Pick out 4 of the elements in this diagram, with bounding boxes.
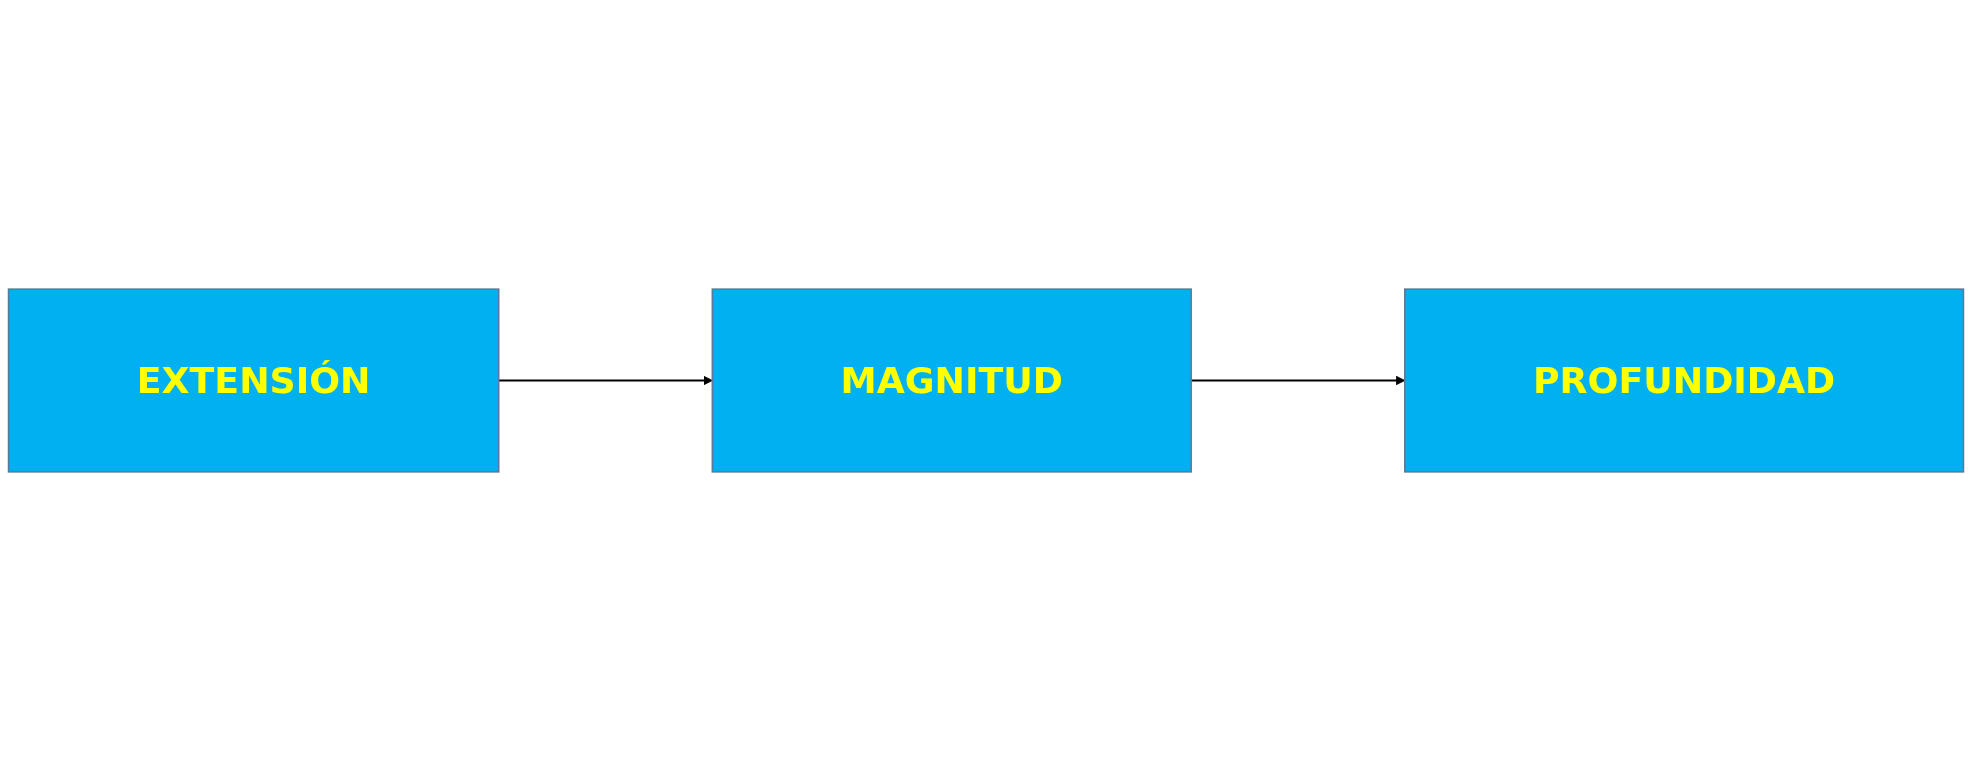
arrow: [498, 375, 713, 386]
node-box: EXTENSIÓN: [7, 288, 500, 473]
node-box: PROFUNDIDAD: [1404, 288, 1965, 473]
node-box: MAGNITUD: [711, 288, 1192, 473]
